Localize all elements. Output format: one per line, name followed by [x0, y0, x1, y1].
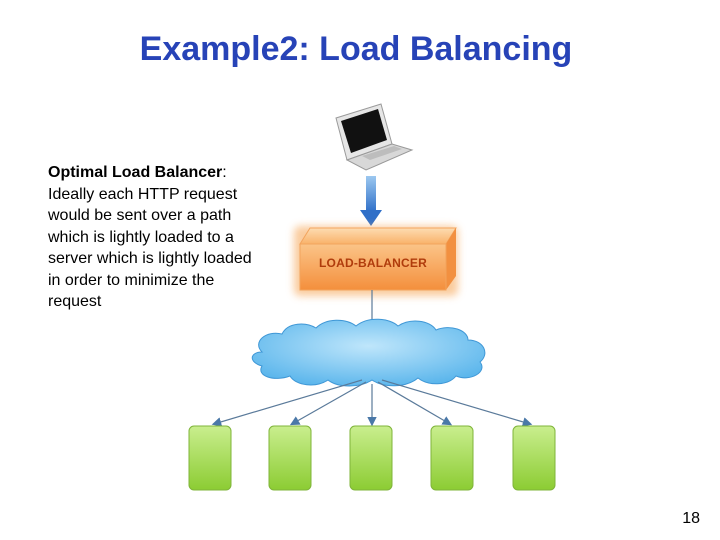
description-text: Optimal Load Balancer: Ideally each HTTP… — [48, 162, 263, 313]
arrow-to-server-2 — [289, 381, 367, 426]
server-3 — [349, 425, 393, 491]
server-1 — [188, 425, 232, 491]
request-arrow-down — [360, 176, 382, 226]
arrow-to-server-4 — [377, 381, 453, 426]
description-rest: : Ideally each HTTP request would be sen… — [48, 164, 252, 310]
arrow-to-server-1 — [211, 379, 363, 427]
server-5 — [512, 425, 556, 491]
server-group — [188, 425, 556, 491]
server-2 — [268, 425, 312, 491]
page-number: 18 — [682, 510, 700, 527]
load-balancer-label: LOAD-BALANCER — [319, 256, 427, 270]
cloud-to-server-arrows — [211, 379, 533, 427]
description-bold: Optimal Load Balancer — [48, 164, 223, 181]
slide-title: Example2: Load Balancing — [139, 30, 573, 68]
load-balancer-box — [294, 226, 458, 296]
laptop-icon — [335, 103, 414, 171]
server-4 — [430, 425, 474, 491]
network-cloud — [251, 318, 486, 387]
arrow-to-server-5 — [381, 379, 533, 427]
